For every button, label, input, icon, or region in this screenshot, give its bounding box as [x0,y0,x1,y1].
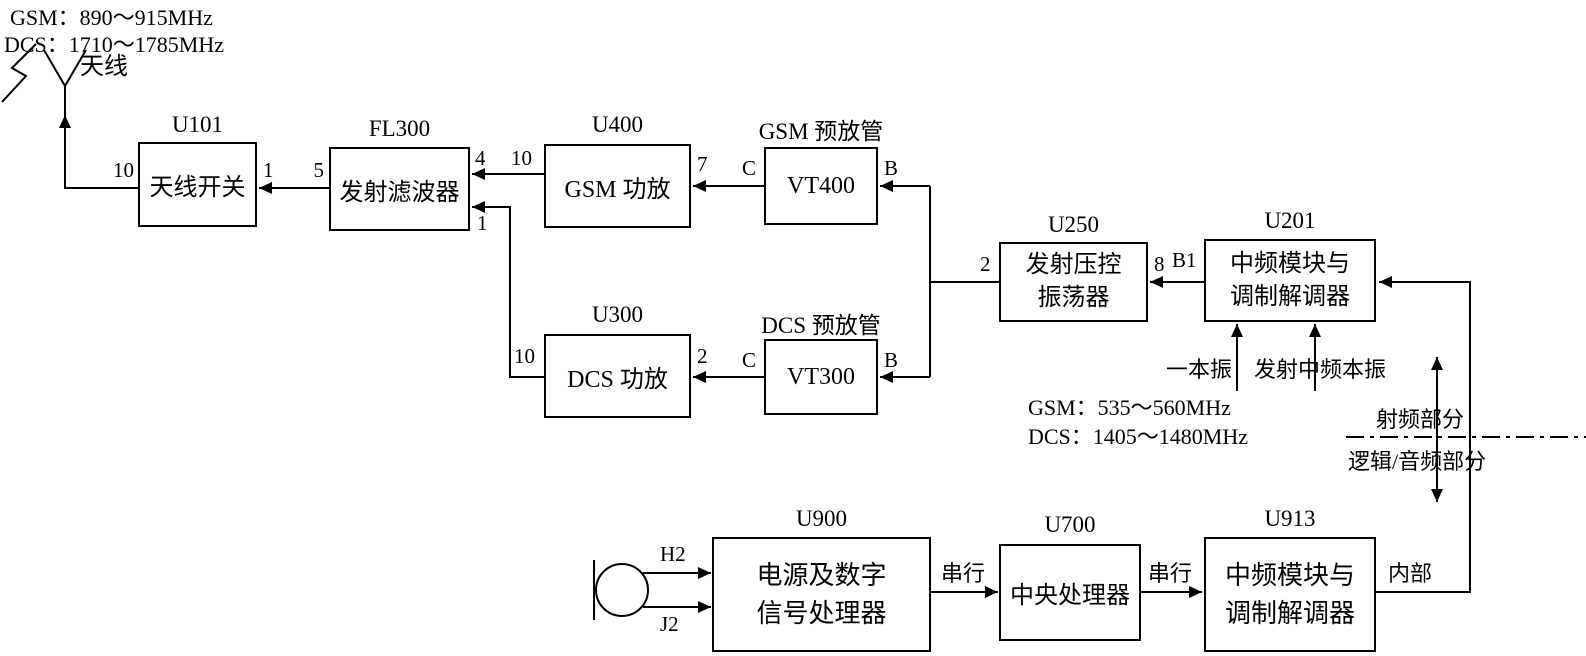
u101-pin-left: 10 [113,158,134,182]
antenna-freq-dcs: DCS：1710～1785MHz [4,32,225,57]
section-divider [1346,357,1586,502]
serial-label-2: 串行 [1148,561,1193,586]
fl300-title: 发射滤波器 [339,179,460,206]
fl300-pin-right-bottom: 1 [477,211,488,235]
antenna-symbol [1,43,138,189]
u101-ref: U101 [171,112,224,137]
u400-ref: U400 [591,112,644,137]
u300-pin-right: 2 [697,344,708,368]
u250-box: 发射压控 振荡器 [999,242,1148,322]
fl300-box: 发射滤波器 [329,147,470,231]
u900-title-line1: 电源及数字 [756,560,887,590]
u201-title-line2: 调制解调器 [1230,283,1350,310]
internal-label: 内部 [1388,561,1433,586]
u250-title-line2: 振荡器 [1037,285,1110,311]
wire-u913-to-u201 [1376,276,1471,593]
lo1-label: 一本振 [1166,357,1233,382]
u400-title: GSM 功放 [564,176,671,203]
u900-ref: U900 [795,506,848,531]
u700-ref: U700 [1044,512,1096,537]
u913-title-line2: 调制解调器 [1224,598,1355,628]
u300-ref: U300 [591,302,644,327]
fl300-pin-left: 5 [313,158,325,182]
antenna-freq-gsm: GSM：890～915MHz [10,5,213,30]
vt400-pin-left: C [742,156,757,180]
u900-pin-bottom: J2 [660,612,679,636]
u700-title: 中央处理器 [1010,583,1130,609]
u400-box: GSM 功放 [544,144,691,228]
u201-ref: U201 [1264,208,1316,233]
vt400-ref: GSM 预放管 [758,119,884,144]
lo-freq-gsm: GSM：535～560MHz [1028,395,1231,420]
u900-title-line2: 信号处理器 [756,598,887,628]
u250-pin-right: 8 [1154,252,1165,276]
lo-freq-dcs: DCS：1405～1480MHz [1028,424,1249,449]
u201-box: 中频模块与 调制解调器 [1204,239,1376,322]
u250-title-line1: 发射压控 [1025,252,1122,278]
vt300-ref: DCS 预放管 [761,313,881,338]
u700-box: 中央处理器 [999,544,1141,641]
wire-u300-to-fl300 [472,201,544,378]
u913-ref: U913 [1264,506,1316,531]
u201-pin-left: B1 [1172,248,1197,272]
u913-box: 中频模块与 调制解调器 [1204,537,1376,652]
vt300-box: VT300 [764,339,878,415]
logic-section-label: 逻辑/音频部分 [1348,449,1487,474]
u101-pin-right: 1 [263,158,274,182]
antenna-label: 天线 [80,54,128,80]
microphone-symbol [593,560,649,620]
serial-label-1: 串行 [941,561,986,586]
u101-box: 天线开关 [138,142,257,227]
u400-pin-left: 10 [511,146,532,170]
u101-title: 天线开关 [149,175,246,201]
vt400-title: VT400 [787,172,855,199]
u900-pin-top: H2 [660,542,686,566]
rf-section-label: 射频部分 [1376,407,1465,432]
fl300-pin-right-top: 4 [475,146,486,170]
u900-box: 电源及数字 信号处理器 [712,537,931,652]
lo2-label: 发射中频本振 [1254,357,1387,382]
u300-box: DCS 功放 [544,334,691,418]
u250-ref: U250 [1047,212,1100,237]
fl300-ref: FL300 [368,116,431,141]
vt400-box: VT400 [764,147,878,225]
vt300-pin-right: B [884,348,899,372]
vt300-title: VT300 [787,363,855,390]
u400-pin-right: 7 [697,152,708,176]
vt400-pin-right: B [884,156,899,180]
u913-title-line1: 中频模块与 [1224,560,1355,590]
u201-title-line1: 中频模块与 [1230,250,1350,277]
u300-title: DCS 功放 [567,366,668,393]
vt300-pin-left: C [742,348,757,372]
u250-pin-left: 2 [980,252,991,276]
u300-pin-left: 10 [514,344,535,368]
